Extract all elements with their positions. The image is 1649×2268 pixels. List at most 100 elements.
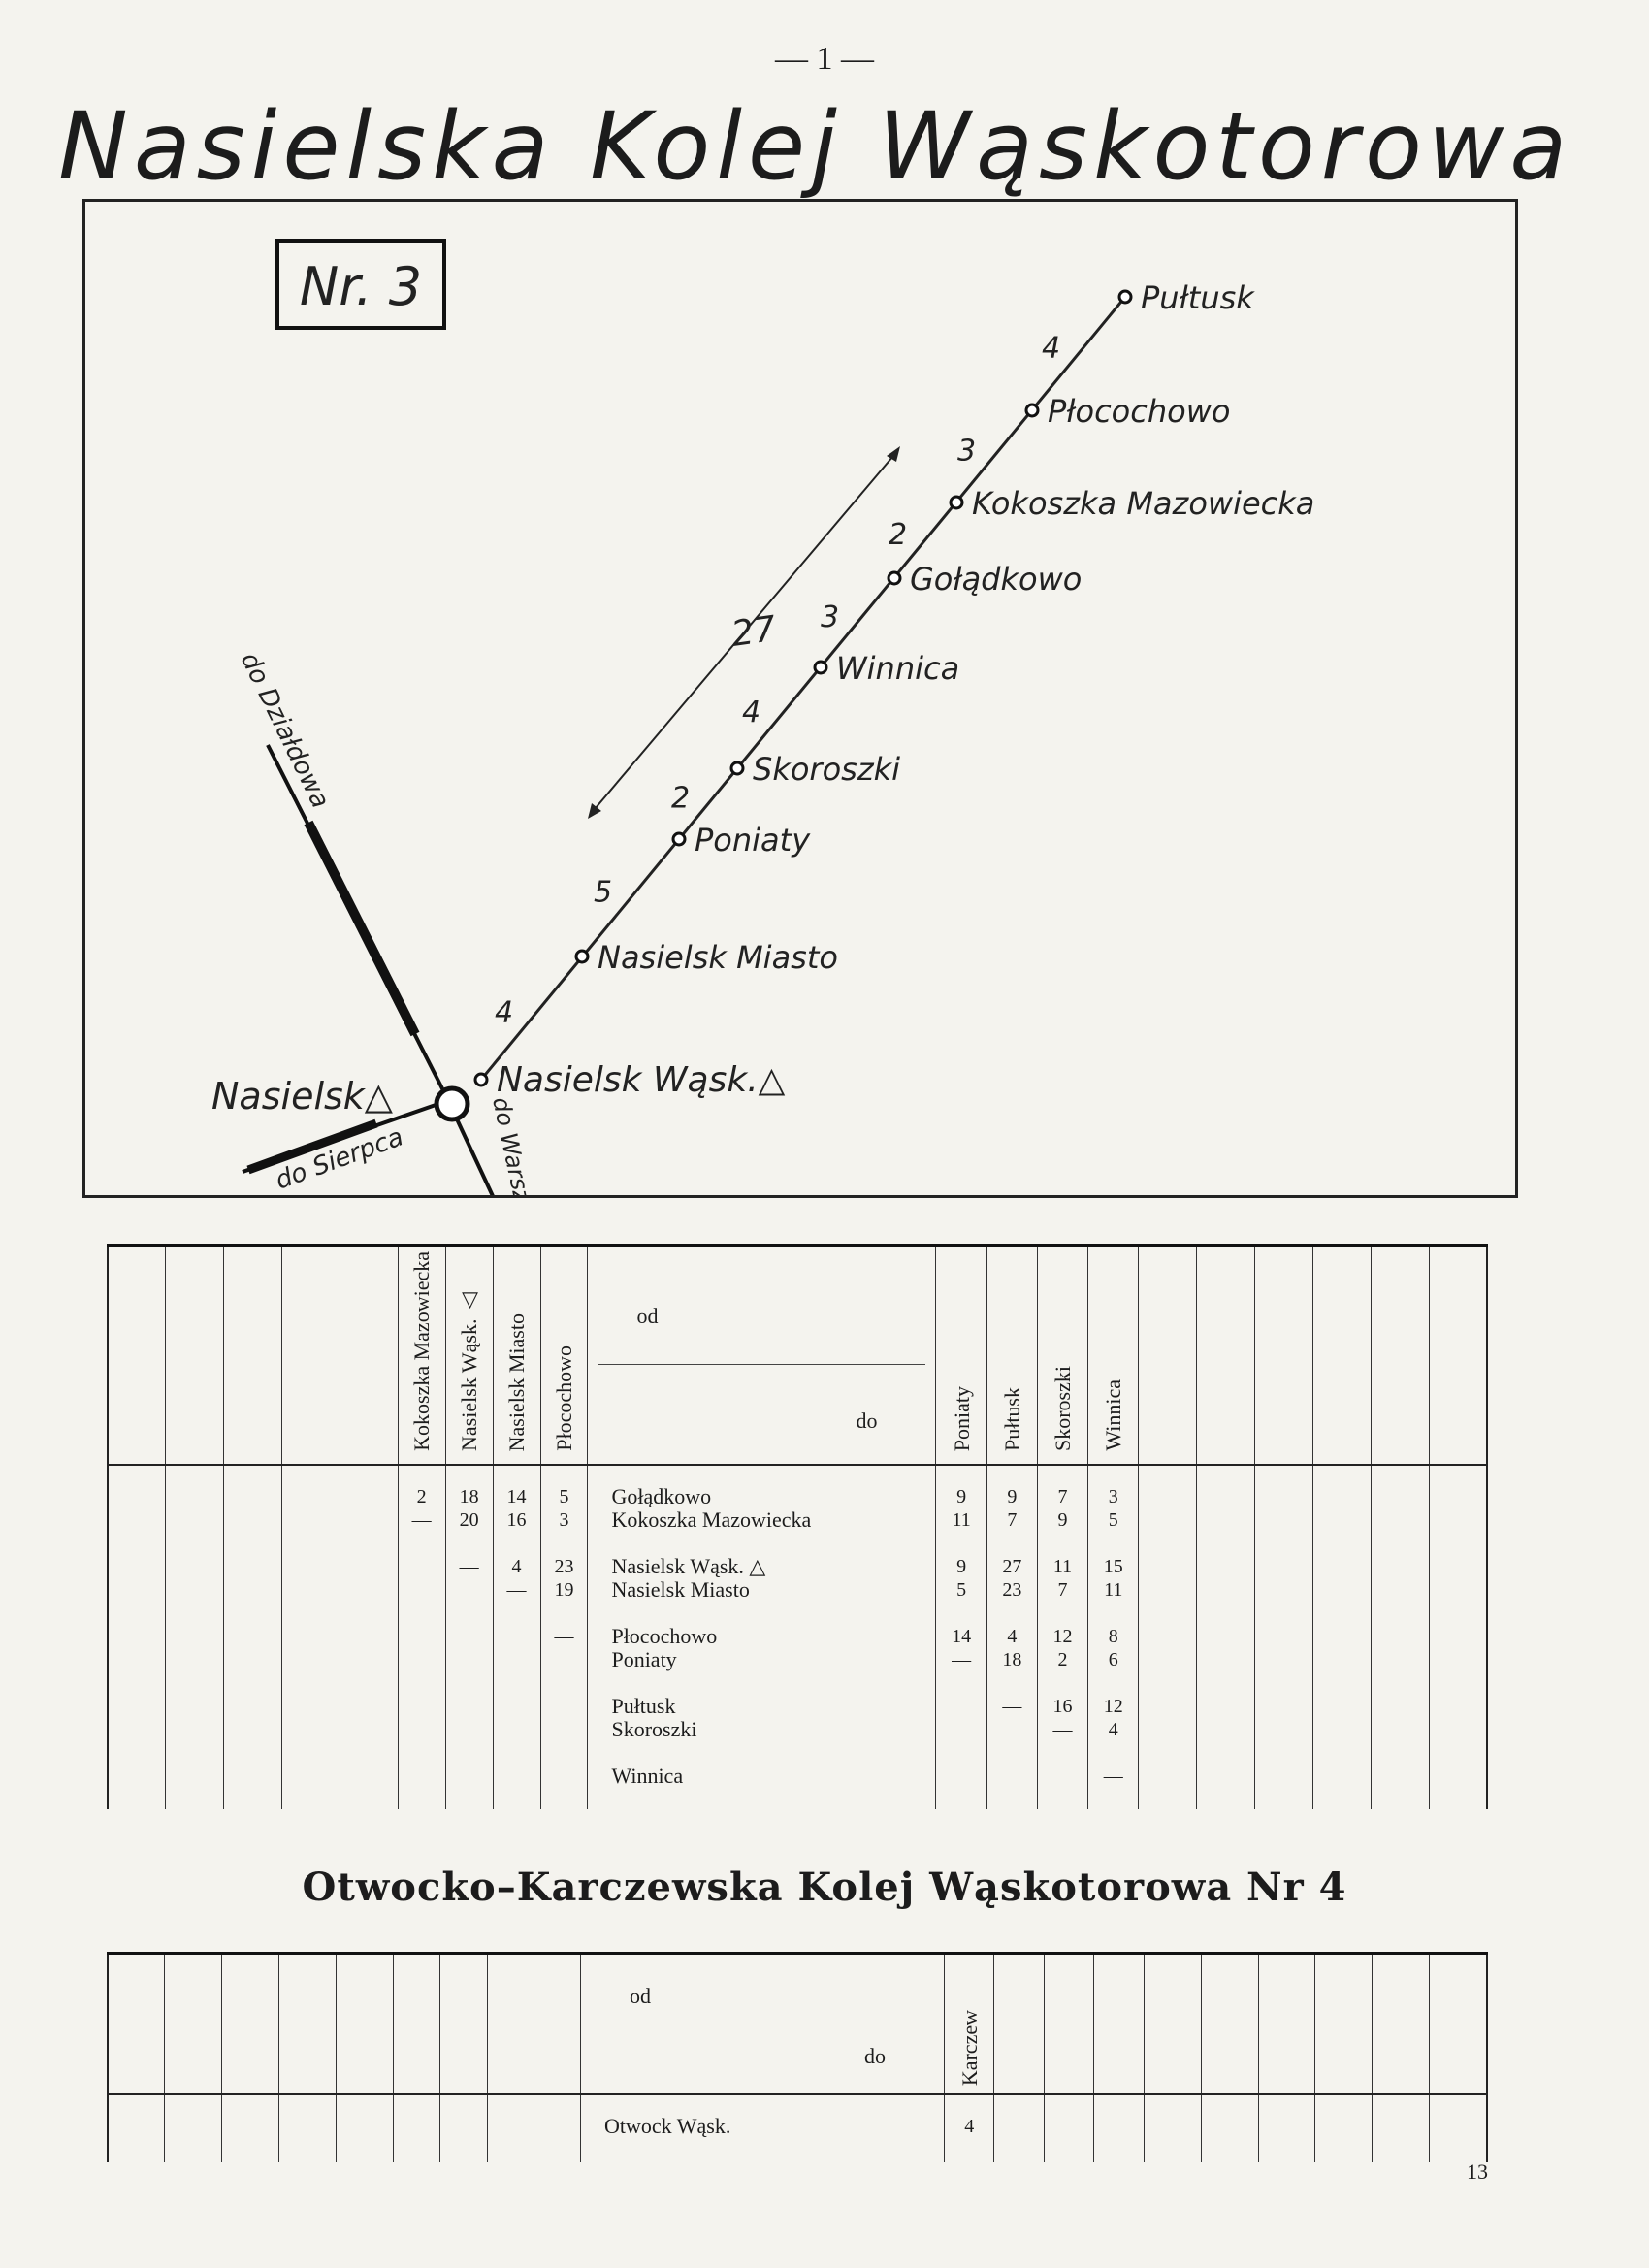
distance-value <box>399 1741 445 1765</box>
blank-cell <box>1138 1465 1197 1809</box>
blank-cell <box>1196 1465 1255 1809</box>
distance-value: 4 <box>964 2116 975 2137</box>
distance-value: 16 <box>506 1509 527 1531</box>
blank-cell <box>1043 1953 1094 2095</box>
distance-value <box>494 1765 540 1788</box>
distance-value: — <box>506 1579 527 1601</box>
line-number: Nr. 3 <box>300 256 422 317</box>
total-distance-label: 27 <box>729 609 779 655</box>
distance-value <box>446 1741 493 1765</box>
column-header: Nasielsk Wąsk. △ <box>444 1246 494 1466</box>
column-header-label: Winnica <box>1101 1379 1126 1451</box>
blank-cell <box>393 2094 440 2162</box>
distance-value <box>494 1532 540 1555</box>
blank-cell <box>165 1465 224 1809</box>
distance-value <box>446 1602 493 1625</box>
blank-cell <box>1372 2094 1430 2162</box>
blank-cell <box>278 1953 337 2095</box>
column-header-label: Nasielsk Miasto <box>503 1312 529 1451</box>
blank-cell <box>1143 2094 1202 2162</box>
distance-value: 5 <box>956 1579 967 1601</box>
distance-value: 7 <box>1007 1509 1018 1531</box>
distance-value: 3 <box>1108 1486 1118 1507</box>
blank-cell <box>1429 2094 1489 2162</box>
column-header-label: Karczew <box>956 2009 982 2086</box>
distance-value: 12 <box>1052 1626 1073 1647</box>
blank-cell <box>280 1246 340 1466</box>
blank-cell <box>1196 1246 1255 1466</box>
column-header: Kokoszka Mazowiecka <box>397 1246 446 1466</box>
distance-value <box>399 1555 445 1578</box>
blank-cell <box>1138 1246 1197 1466</box>
distance-value: 16 <box>1052 1696 1073 1717</box>
distance-value <box>1088 1741 1138 1765</box>
distance-value <box>541 1648 588 1671</box>
station-marker <box>813 660 828 675</box>
column-header: Skoroszki <box>1036 1246 1088 1466</box>
distance-value <box>987 1741 1037 1765</box>
distance-value <box>446 1625 493 1648</box>
station-name <box>611 1741 935 1765</box>
segment-distance-label: 4 <box>495 996 513 1030</box>
column-header: Płocochowo <box>539 1246 588 1466</box>
distance-value <box>399 1695 445 1718</box>
blank-cell <box>1429 1953 1489 2095</box>
station-label: Winnica <box>836 650 959 687</box>
blank-cell <box>280 1465 340 1809</box>
station-name <box>611 1602 935 1625</box>
junction-label: Nasielsk△ <box>211 1075 394 1118</box>
blank-cell <box>1200 2094 1259 2162</box>
blank-cell <box>1143 1953 1202 2095</box>
station-name: Otwock Wąsk. <box>603 2114 731 2138</box>
page-number: — 1 — <box>775 41 874 77</box>
blank-cell <box>486 2094 534 2162</box>
distance-value <box>936 1765 986 1788</box>
distance-value: 23 <box>1002 1579 1022 1601</box>
station-name: Skoroszki <box>611 1717 697 1741</box>
distance-value <box>1038 1741 1087 1765</box>
station-label: Płocochowo <box>1048 393 1230 430</box>
distance-value: — <box>411 1509 432 1531</box>
blank-cell <box>1311 1465 1372 1809</box>
station-names: Otwock Wąsk. <box>579 2094 945 2162</box>
station-name <box>611 1532 935 1555</box>
blank-cell <box>533 2094 581 2162</box>
blank-cell <box>1428 1465 1488 1809</box>
station-label: Skoroszki <box>753 751 900 788</box>
from-label: od <box>629 1984 651 2008</box>
distance-value: 5 <box>1108 1509 1118 1531</box>
station-name: Kokoszka Mazowiecka <box>611 1507 812 1532</box>
distance-value: 9 <box>1007 1486 1018 1507</box>
station-marker <box>671 831 687 847</box>
distance-value: 27 <box>1002 1556 1022 1577</box>
distance-value: 3 <box>559 1509 569 1531</box>
station-name: Płocochowo <box>611 1624 718 1648</box>
distance-value <box>399 1718 445 1741</box>
blank-cell <box>1254 1465 1313 1809</box>
distance-value: 12 <box>1103 1696 1123 1717</box>
distance-value: 4 <box>1007 1626 1018 1647</box>
station-marker <box>729 761 745 776</box>
distance-value: 15 <box>1103 1556 1123 1577</box>
column-header-label: Skoroszki <box>1050 1366 1075 1451</box>
distance-value: 9 <box>1057 1509 1068 1531</box>
blank-cell <box>393 1953 440 2095</box>
blank-cell <box>221 1953 279 2095</box>
to-label: do <box>864 2044 887 2068</box>
blank-cell <box>107 1953 165 2095</box>
station-label: Nasielsk Wąsk.△ <box>497 1060 786 1100</box>
blank-cell <box>339 1246 399 1466</box>
blank-cell <box>1311 1246 1372 1466</box>
column-header-label: Poniaty <box>949 1385 974 1451</box>
distance-value: — <box>554 1626 574 1647</box>
blank-cell <box>1370 1465 1429 1809</box>
distance-value <box>936 1718 986 1741</box>
distance-value <box>399 1648 445 1671</box>
blank-cell <box>1200 1953 1259 2095</box>
segment-distance-label: 2 <box>671 782 690 816</box>
